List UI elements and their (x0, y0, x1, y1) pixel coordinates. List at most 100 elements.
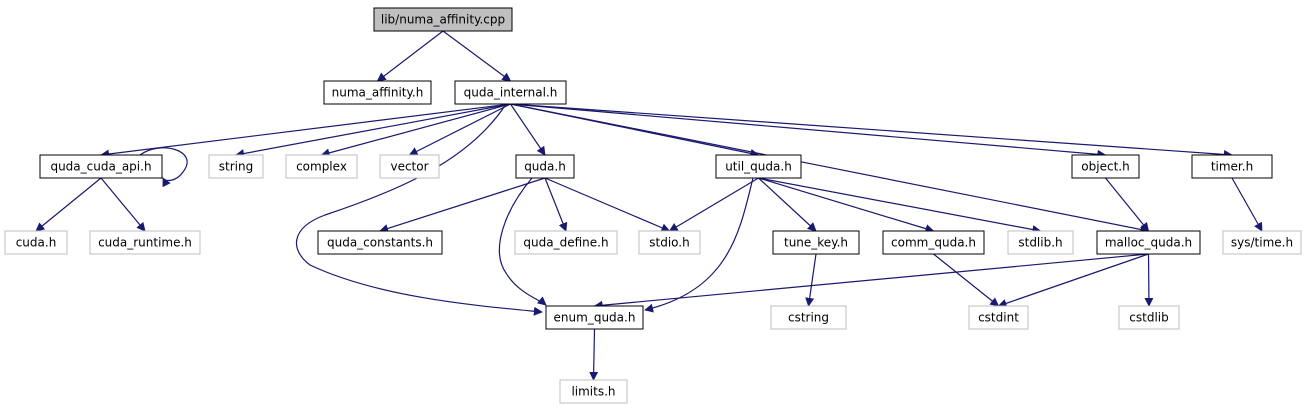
node-label: quda_constants.h (327, 236, 433, 250)
node-label: numa_affinity.h (332, 86, 424, 100)
edge-n2-to-n4 (235, 103, 511, 158)
node-label: cstdlib (1129, 311, 1168, 325)
node-label: enum_quda.h (554, 311, 636, 325)
node-n5: complex (285, 154, 358, 179)
node-n17[interactable]: comm_quda.h (882, 230, 985, 255)
node-box (317, 230, 443, 255)
node-box (1118, 305, 1180, 330)
node-box (772, 230, 860, 255)
node-box (373, 7, 513, 32)
node-label: limits.h (571, 385, 615, 399)
node-n15: stdio.h (638, 230, 701, 255)
edge-n0-to-n2 (442, 30, 512, 82)
node-n3[interactable]: quda_cuda_api.h (39, 154, 163, 179)
node-n24: cstdlib (1118, 305, 1180, 330)
node-n6: vector (379, 154, 440, 179)
node-label: vector (390, 160, 428, 174)
node-label: string (219, 160, 253, 174)
edge-n8-to-n18 (758, 177, 1042, 234)
node-label: cstring (788, 311, 829, 325)
node-box (1096, 230, 1201, 255)
edge-n3-to-n12 (100, 177, 146, 232)
node-box (323, 80, 432, 105)
node-label: stdlib.h (1018, 236, 1062, 250)
node-box (39, 154, 163, 179)
edge-n21-to-n25 (589, 328, 599, 381)
edge-n8-to-n15 (668, 177, 759, 232)
node-n1[interactable]: numa_affinity.h (323, 80, 432, 105)
node-label: malloc_quda.h (1105, 236, 1192, 250)
node-box (1007, 230, 1074, 255)
node-n13[interactable]: quda_constants.h (317, 230, 443, 255)
edge-n19-to-n23 (997, 253, 1149, 308)
node-n22: cstring (770, 305, 847, 330)
edge-n2-to-n7 (510, 103, 546, 156)
edge-n7-to-n15 (544, 177, 671, 232)
node-box (968, 305, 1029, 330)
node-n14: quda_define.h (514, 230, 618, 255)
node-n7[interactable]: quda.h (515, 154, 575, 179)
node-n4: string (208, 154, 264, 179)
edge-n19-to-n21 (593, 253, 1149, 310)
node-box (89, 230, 201, 255)
edge-n2-to-n21 (295, 103, 543, 316)
edge-n2-to-n10 (510, 103, 1233, 159)
node-box (514, 230, 618, 255)
node-label: comm_quda.h (891, 236, 976, 250)
node-n10[interactable]: timer.h (1191, 154, 1273, 179)
node-label: quda_internal.h (464, 86, 558, 100)
node-box (882, 230, 985, 255)
node-box (515, 154, 575, 179)
node-label: stdio.h (649, 236, 689, 250)
node-box (1071, 154, 1140, 179)
edge-n3-to-n3 (139, 147, 188, 188)
edge-n19-to-n24 (1144, 253, 1154, 307)
edge-n9-to-n19 (1105, 177, 1150, 232)
edge-n7-to-n13 (379, 177, 546, 233)
node-label: cstdint (978, 311, 1019, 325)
node-n0[interactable]: lib/numa_affinity.cpp (373, 7, 513, 32)
node-label: quda_cuda_api.h (50, 160, 151, 174)
node-box (379, 154, 440, 179)
edge-n2-to-n19 (510, 103, 1150, 234)
node-box (638, 230, 701, 255)
edge-n2-to-n6 (408, 103, 511, 156)
node-box (4, 230, 68, 255)
node-label: timer.h (1211, 160, 1253, 174)
node-n9[interactable]: object.h (1071, 154, 1140, 179)
node-label: util_quda.h (725, 160, 792, 174)
node-box (454, 80, 567, 105)
node-n21[interactable]: enum_quda.h (545, 305, 644, 330)
node-box (1191, 154, 1273, 179)
edge-n7-to-n14 (544, 177, 568, 232)
edge-n2-to-n3 (100, 103, 511, 159)
edge-n7-to-n21 (498, 177, 547, 306)
node-label: sys/time.h (1231, 236, 1293, 250)
edge-n8-to-n16 (758, 177, 817, 232)
node-n12: cuda_runtime.h (89, 230, 201, 255)
node-box (208, 154, 264, 179)
node-n8[interactable]: util_quda.h (715, 154, 802, 179)
edge-n10-to-n20 (1231, 177, 1263, 232)
node-box (1222, 230, 1302, 255)
node-label: quda_define.h (523, 236, 608, 250)
node-box (285, 154, 358, 179)
edge-n8-to-n21 (644, 177, 754, 313)
node-n18: stdlib.h (1007, 230, 1074, 255)
node-n16[interactable]: tune_key.h (772, 230, 860, 255)
node-n23: cstdint (968, 305, 1029, 330)
node-n20: sys/time.h (1222, 230, 1302, 255)
node-n19[interactable]: malloc_quda.h (1096, 230, 1201, 255)
node-label: quda.h (524, 160, 566, 174)
node-box (545, 305, 644, 330)
node-label: cuda.h (16, 236, 57, 250)
edges-layer (35, 30, 1263, 381)
node-label: lib/numa_affinity.cpp (381, 13, 505, 27)
node-n2[interactable]: quda_internal.h (454, 80, 567, 105)
edge-n0-to-n1 (376, 30, 444, 82)
edge-n16-to-n22 (805, 253, 817, 307)
node-label: cuda_runtime.h (98, 236, 192, 250)
edge-n8-to-n17 (758, 177, 935, 233)
node-label: complex (296, 160, 347, 174)
